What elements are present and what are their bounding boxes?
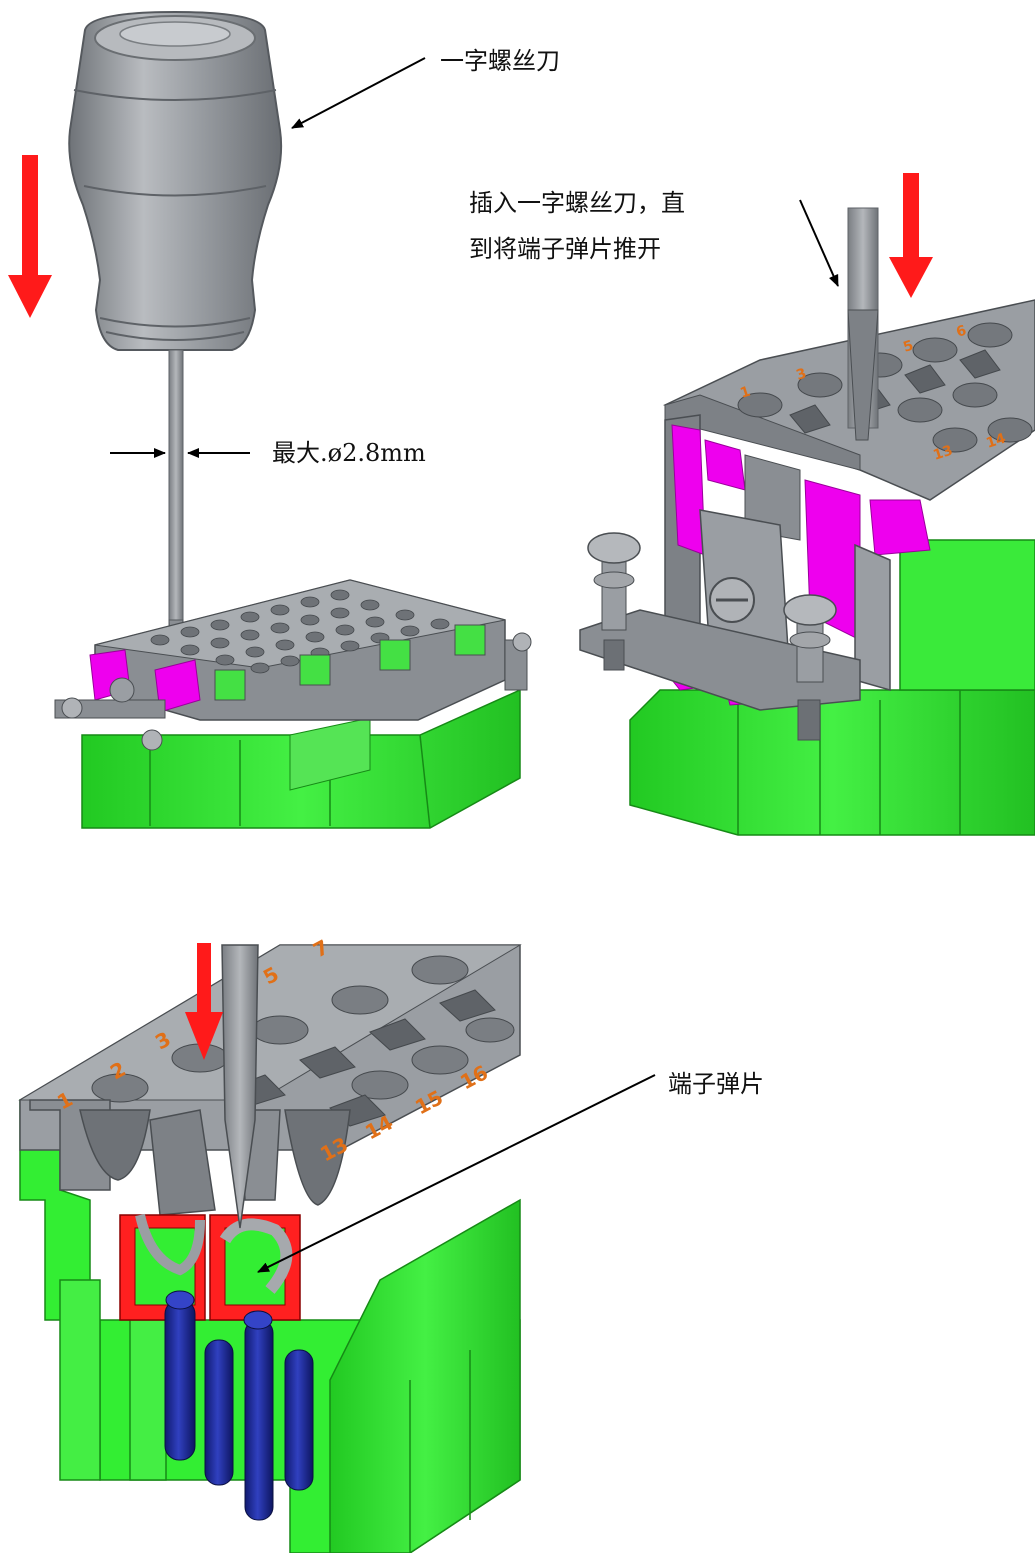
screwdriver-label: 一字螺丝刀 [440, 47, 560, 75]
terminal-spring-label: 端子弹片 [668, 1070, 764, 1098]
mounting-screw [587, 532, 641, 671]
terminal-spring [119, 1213, 301, 1321]
red-down-arrow-icon [8, 155, 52, 318]
screwdriver-handle [68, 10, 283, 351]
pin-number: 14 [984, 430, 1008, 451]
screwdriver-leader-line [291, 57, 426, 129]
mounting-screw [783, 594, 837, 741]
insertion-closeup-group: 1 3 5 6 13 14 [579, 173, 1035, 836]
insert-leader-line [799, 199, 839, 287]
insert-instruction-line2: 到将端子弹片推开 [469, 235, 661, 263]
pin-number: 1 [738, 384, 752, 402]
screwdriver-blade [221, 944, 259, 1229]
max-diameter-label: 最大.ø2.8mm [272, 439, 426, 467]
red-down-arrow-icon [185, 943, 223, 1060]
screwdriver-tip [847, 309, 879, 441]
pin-number: 13 [931, 443, 954, 464]
red-down-arrow-icon [889, 173, 933, 298]
overview-group [8, 10, 532, 829]
pin-number: 5 [901, 338, 915, 356]
cutaway-detail-group: 1 2 3 5 7 13 14 15 16 [18, 935, 656, 1553]
insert-instruction-line1: 插入一字螺丝刀，直 [469, 189, 685, 217]
connector-overview [54, 579, 532, 829]
spring-leader-line [257, 1074, 656, 1273]
pin-number: 6 [954, 323, 968, 341]
pin-number: 3 [794, 366, 808, 384]
screwdriver-shaft [168, 349, 184, 651]
contact-pins [164, 1290, 314, 1521]
